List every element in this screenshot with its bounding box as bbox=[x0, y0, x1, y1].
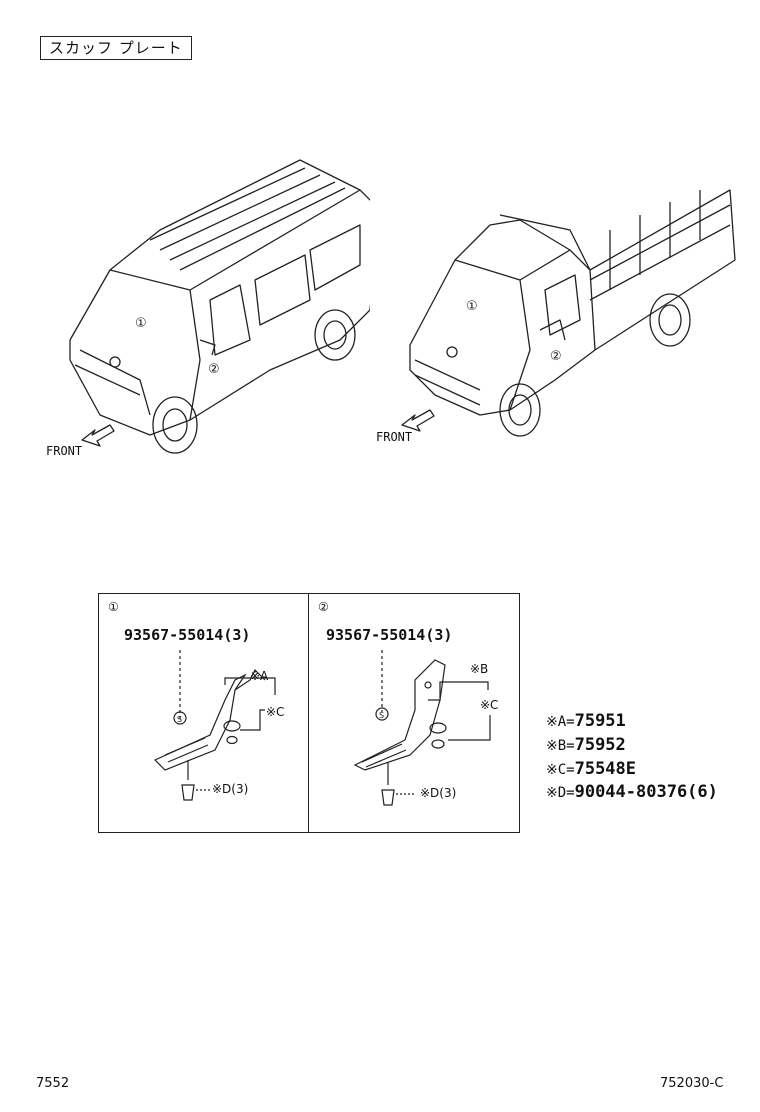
panel1-index: ① bbox=[108, 600, 119, 614]
footer-left-code: 7552 bbox=[36, 1076, 70, 1091]
van-callout-1: ① bbox=[135, 316, 147, 331]
panel1-mark-a: ※A bbox=[250, 669, 269, 683]
panel2-scuff-plate-drawing: S bbox=[353, 650, 491, 806]
panel1-part-number: 93567-55014(3) bbox=[124, 626, 251, 644]
legend-c: ※C=75548E bbox=[546, 759, 637, 779]
van-front-label: FRONT bbox=[46, 444, 83, 458]
legend-d: ※D=90044-80376(6) bbox=[546, 782, 718, 802]
van-illustration: ① ② bbox=[69, 159, 370, 454]
panel2-screw-label: ※D(3) bbox=[420, 786, 457, 800]
panel2-mark-c: ※C bbox=[480, 698, 499, 712]
footer-right-code: 752030-C bbox=[660, 1076, 724, 1091]
panel1-screw-label: ※D(3) bbox=[212, 782, 249, 796]
panel1-mark-c: ※C bbox=[266, 705, 285, 719]
panel2-part-number: 93567-55014(3) bbox=[326, 626, 453, 644]
detail-divider bbox=[308, 593, 309, 833]
truck-front-label: FRONT bbox=[376, 430, 413, 444]
panel2-mark-b: ※B bbox=[470, 662, 489, 676]
detail-box bbox=[98, 593, 520, 833]
panel2-s-mark: S bbox=[379, 711, 384, 720]
truck-callout-1: ① bbox=[466, 299, 478, 314]
page-title: スカッフ プレート bbox=[40, 36, 192, 60]
legend-b: ※B=75952 bbox=[546, 735, 626, 755]
legend-a: ※A=75951 bbox=[546, 711, 626, 731]
panel1-scuff-plate-drawing: S bbox=[153, 650, 276, 801]
panel1-s-mark: S bbox=[177, 715, 182, 724]
truck-callout-2: ② bbox=[550, 349, 562, 364]
truck-illustration: ① ② bbox=[401, 189, 736, 437]
van-callout-2: ② bbox=[208, 362, 220, 377]
panel2-index: ② bbox=[318, 600, 329, 614]
